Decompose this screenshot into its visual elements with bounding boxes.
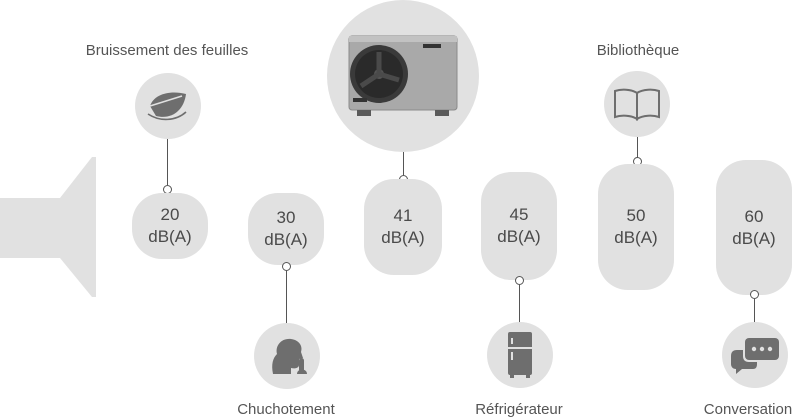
level-pill-60: 60 dB(A) [716, 160, 792, 295]
connector-line [286, 271, 287, 323]
connector-line [519, 285, 520, 323]
whisper-icon [272, 338, 307, 374]
label-conversation: Conversation [703, 401, 793, 418]
level-unit: dB(A) [381, 228, 425, 247]
connector-line [637, 137, 638, 158]
book-icon-circle [604, 71, 670, 137]
speaker-horn-icon [0, 157, 96, 297]
level-value: 41 [393, 206, 413, 225]
level-unit: dB(A) [614, 228, 658, 247]
level-pill-41: 41 dB(A) [364, 179, 442, 275]
connector-line [754, 299, 755, 323]
level-unit: dB(A) [264, 230, 308, 249]
fridge-icon [508, 332, 532, 378]
level-value: 20 [160, 205, 180, 224]
heat-pump-circle [327, 0, 479, 152]
level-unit: dB(A) [148, 227, 192, 246]
label-fridge: Réfrigérateur [475, 401, 563, 418]
level-pill-30: 30 dB(A) [248, 193, 324, 265]
label-library: Bibliothèque [596, 42, 680, 59]
fridge-icon-circle [487, 322, 553, 388]
label-leaves: Bruissement des feuilles [85, 42, 249, 59]
level-value: 50 [626, 206, 646, 225]
label-whisper: Chuchotement [237, 401, 335, 418]
level-pill-45: 45 dB(A) [481, 172, 557, 280]
heat-pump-image [348, 35, 458, 116]
chat-bubble-icon [731, 338, 779, 374]
level-value: 60 [744, 206, 764, 226]
connector-line [403, 152, 404, 175]
level-unit: dB(A) [732, 228, 776, 248]
connector-dot [750, 290, 759, 299]
level-unit: dB(A) [497, 227, 541, 246]
chat-icon-circle [722, 322, 788, 388]
whisper-icon-circle [254, 323, 320, 389]
book-icon [614, 88, 660, 121]
connector-dot [282, 262, 291, 271]
connector-dot [515, 276, 524, 285]
level-value: 45 [509, 205, 529, 224]
level-pill-50: 50 dB(A) [598, 164, 674, 290]
connector-line [167, 139, 168, 185]
leaf-icon [147, 92, 187, 121]
level-pill-20: 20 dB(A) [132, 193, 208, 259]
leaf-icon-circle [135, 73, 201, 139]
level-value: 30 [276, 208, 296, 227]
